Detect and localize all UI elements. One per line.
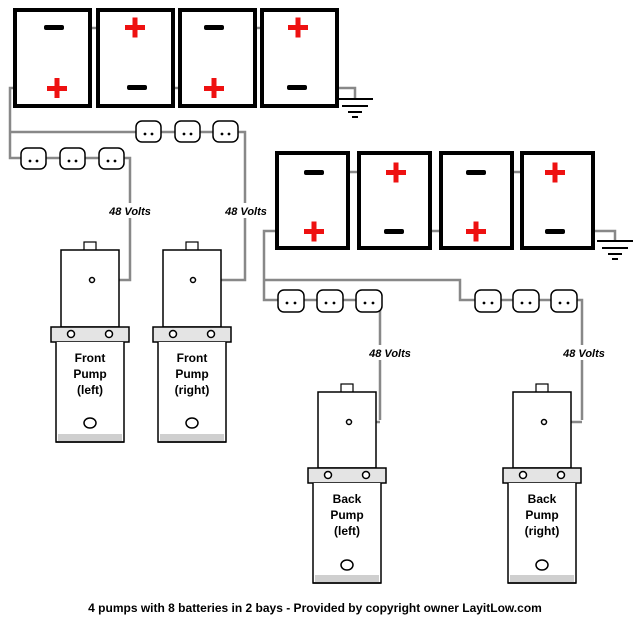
ground-icon xyxy=(597,240,633,260)
positive-terminal-icon xyxy=(47,78,67,98)
outlet-icon xyxy=(512,289,540,313)
outlet-icon xyxy=(277,289,305,313)
pump-label-line1: Front xyxy=(75,351,106,365)
positive-terminal-icon xyxy=(545,162,565,183)
battery xyxy=(439,151,514,250)
pump-label-line2: Pump xyxy=(175,367,208,381)
ground-icon xyxy=(337,98,373,118)
pump-label-line1: Back xyxy=(333,492,362,506)
negative-terminal-icon xyxy=(287,85,307,90)
battery xyxy=(96,8,175,108)
positive-terminal-icon xyxy=(304,221,324,242)
positive-terminal-icon xyxy=(125,17,145,38)
negative-terminal-icon xyxy=(466,170,486,175)
voltage-label-back-left: 48 Volts xyxy=(368,348,411,360)
wire-b1-positive xyxy=(8,86,247,272)
negative-terminal-icon xyxy=(204,25,224,30)
battery xyxy=(13,8,92,108)
battery xyxy=(520,151,595,250)
voltage-label-back-right: 48 Volts xyxy=(562,348,605,360)
pump-label-line1: Back xyxy=(528,492,557,506)
voltage-label-front-right: 48 Volts xyxy=(224,206,267,218)
battery-bay-2 xyxy=(275,151,633,260)
pump-label-line3: (right) xyxy=(175,383,210,397)
outlet-icon xyxy=(98,147,125,170)
back-pump-left: Back Pump (left) xyxy=(307,383,387,584)
outlet-icon xyxy=(474,289,502,313)
outlets xyxy=(20,120,578,313)
battery-bay-1 xyxy=(13,8,373,118)
battery xyxy=(357,151,432,250)
outlet-icon xyxy=(212,120,239,143)
pump-label-line3: (right) xyxy=(525,524,560,538)
positive-terminal-icon xyxy=(386,162,406,183)
outlet-icon xyxy=(355,289,383,313)
battery xyxy=(178,8,257,108)
diagram-caption: 4 pumps with 8 batteries in 2 bays - Pro… xyxy=(88,601,542,615)
battery xyxy=(260,8,339,108)
outlet-icon xyxy=(550,289,578,313)
positive-terminal-icon xyxy=(288,17,308,38)
negative-terminal-icon xyxy=(44,25,64,30)
outlet-icon xyxy=(135,120,162,143)
negative-terminal-icon xyxy=(384,229,404,234)
voltage-labels: 48 Volts 48 Volts 48 Volts 48 Volts xyxy=(103,203,611,360)
outlet-icon xyxy=(316,289,344,313)
front-pump-left: Front Pump (left) xyxy=(50,241,130,443)
negative-terminal-icon xyxy=(304,170,324,175)
positive-terminal-icon xyxy=(466,221,486,242)
outlet-icon xyxy=(174,120,201,143)
negative-terminal-icon xyxy=(545,229,565,234)
pump-label-line2: Pump xyxy=(73,367,106,381)
pump-label-line3: (left) xyxy=(77,383,103,397)
outlet-icon xyxy=(59,147,86,170)
pump-label-line2: Pump xyxy=(525,508,558,522)
pump-label-line2: Pump xyxy=(330,508,363,522)
negative-terminal-icon xyxy=(127,85,147,90)
front-pump-right: Front Pump (right) xyxy=(152,241,232,443)
outlet-icon xyxy=(20,147,47,170)
battery xyxy=(275,151,350,250)
positive-terminal-icon xyxy=(204,78,224,98)
pump-label-line3: (left) xyxy=(334,524,360,538)
pump-label-line1: Front xyxy=(177,351,208,365)
back-pump-right: Back Pump (right) xyxy=(502,383,582,584)
voltage-label-front-left: 48 Volts xyxy=(108,206,151,218)
